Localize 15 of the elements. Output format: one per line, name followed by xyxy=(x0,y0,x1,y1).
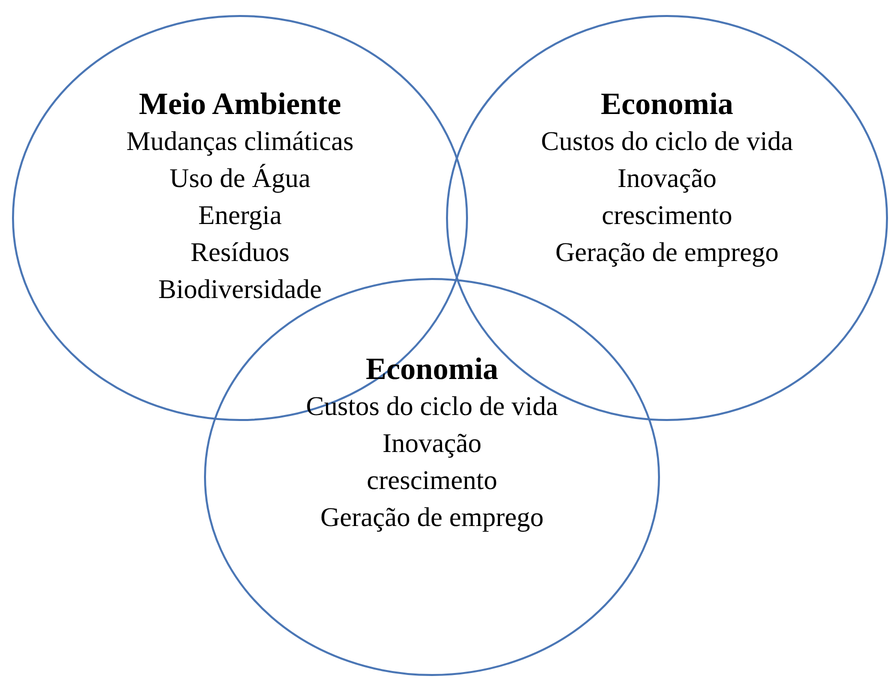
list-item: Geração de emprego xyxy=(320,501,544,534)
list-item: Inovação xyxy=(618,162,716,195)
list-item: Custos do ciclo de vida xyxy=(306,390,558,423)
list-item: Resíduos xyxy=(190,236,290,269)
list-item: Energia xyxy=(198,199,282,232)
list-item: Inovação xyxy=(382,427,482,460)
list-item: Uso de Água xyxy=(170,162,310,195)
list-item: crescimento xyxy=(366,464,498,497)
circle-heading: Meio Ambiente xyxy=(138,85,342,123)
list-item: Geração de emprego xyxy=(555,236,779,269)
circle-heading: Economia xyxy=(600,85,734,123)
list-item: Biodiversidade xyxy=(158,273,322,306)
list-item: crescimento xyxy=(602,199,732,232)
list-item: Custos do ciclo de vida xyxy=(541,125,793,158)
list-item: Mudanças climáticas xyxy=(126,125,354,158)
